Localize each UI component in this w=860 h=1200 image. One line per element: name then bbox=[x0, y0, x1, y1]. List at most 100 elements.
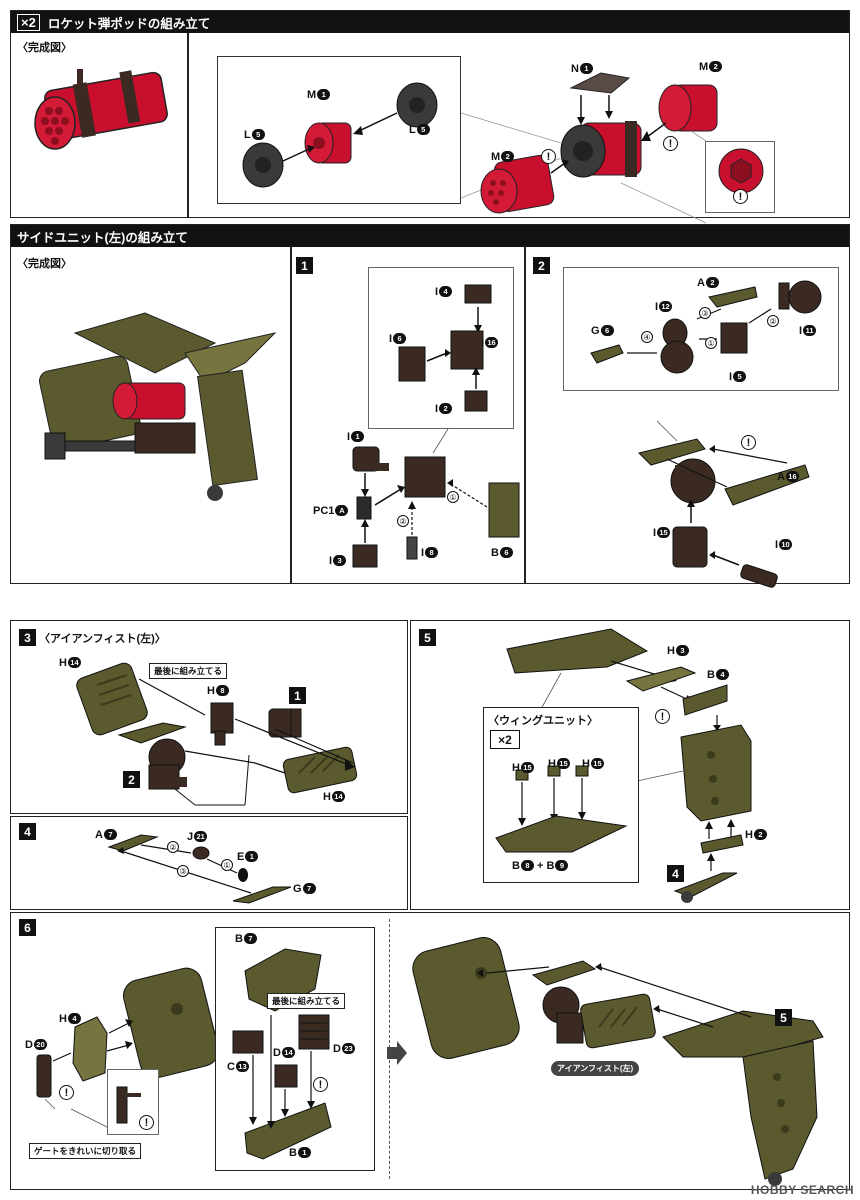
side-unit-title: サイドユニット(左)の組み立て bbox=[17, 230, 188, 245]
order-marker-step4-2: ② bbox=[167, 841, 179, 853]
step-3-illustration bbox=[76, 662, 358, 806]
step-6-final-illustration bbox=[412, 937, 824, 1186]
caution-icon-step5: ! bbox=[655, 709, 670, 724]
step-4-badge: 4 bbox=[19, 823, 36, 840]
step-5-ref-4: 4 bbox=[667, 865, 684, 882]
step-3-note: 最後に組み立てる bbox=[149, 663, 228, 679]
side-unit-header: サイドユニット(左)の組み立て bbox=[11, 225, 849, 247]
step-6-middle-illustration bbox=[232, 948, 332, 1160]
caution-icon-detail: ! bbox=[733, 189, 748, 204]
rocket-completed-label: 〈完成図〉 bbox=[17, 42, 72, 54]
rocket-pod-header: ×2 ロケット弾ポッドの組み立て bbox=[11, 11, 849, 33]
step-6-ref-5: 5 bbox=[775, 1009, 792, 1026]
wing-unit-qty: ×2 bbox=[490, 730, 520, 749]
step-6-last-note: 最後に組み立てる bbox=[267, 993, 346, 1009]
quantity-badge: ×2 bbox=[17, 13, 40, 31]
order-marker-step4-3: ③ bbox=[177, 865, 189, 877]
caution-icon-rocket-1: ! bbox=[541, 149, 556, 164]
gate-note: ゲートをきれいに切り取る bbox=[29, 1143, 142, 1159]
rocket-pod-title: ロケット弾ポッドの組み立て bbox=[47, 16, 211, 31]
step-6-badge: 6 bbox=[19, 919, 36, 936]
step-3-badge: 3 bbox=[19, 629, 36, 646]
next-arrow-icon bbox=[387, 1041, 407, 1065]
order-marker-step2-4: ④ bbox=[641, 331, 653, 343]
step-6-left-illustration bbox=[36, 967, 220, 1130]
rocket-subassembly-illustration bbox=[242, 82, 438, 188]
order-marker-step1-2: ② bbox=[397, 515, 409, 527]
step-3-title: 〈アイアンフィスト(左)〉 bbox=[39, 633, 166, 645]
order-marker-step1-1: ① bbox=[447, 491, 459, 503]
caution-icon-step6-b: ! bbox=[139, 1115, 154, 1130]
order-marker-step2-2: ② bbox=[767, 315, 779, 327]
step-4-illustration bbox=[107, 834, 292, 904]
caution-icon-rocket-2: ! bbox=[663, 136, 678, 151]
step-2-badge: 2 bbox=[533, 257, 550, 274]
step-1-badge: 1 bbox=[296, 257, 313, 274]
rocket-detail-illustration bbox=[718, 148, 764, 194]
wing-unit-title: 〈ウィングユニット〉 bbox=[488, 715, 598, 727]
step-1-illustration bbox=[352, 284, 520, 568]
side-completed-label: 〈完成図〉 bbox=[17, 258, 72, 270]
step-3-ref-1: 1 bbox=[289, 687, 306, 704]
step-3-ref-2: 2 bbox=[123, 771, 140, 788]
side-divider-2 bbox=[524, 247, 526, 584]
wing-unit-illustration bbox=[495, 765, 628, 853]
caution-icon-step6-c: ! bbox=[313, 1077, 328, 1092]
caution-icon-step6-a: ! bbox=[59, 1085, 74, 1100]
iron-fist-label: アイアンフィスト(左) bbox=[551, 1061, 640, 1076]
order-marker-step4-1: ① bbox=[221, 859, 233, 871]
side-unit-panel: サイドユニット(左)の組み立て 〈完成図〉 1 bbox=[10, 224, 850, 588]
step-5-badge: 5 bbox=[419, 629, 436, 646]
order-marker-step2-3: ③ bbox=[699, 307, 711, 319]
rocket-final-assembly-illustration bbox=[460, 72, 718, 224]
side-unit-completed-illustration bbox=[39, 312, 277, 501]
step-2-illustration bbox=[590, 280, 822, 588]
step-6-gate-callout bbox=[107, 1069, 159, 1135]
side-divider-1 bbox=[290, 247, 292, 584]
watermark: HOBBY SEARCH bbox=[750, 1183, 854, 1197]
